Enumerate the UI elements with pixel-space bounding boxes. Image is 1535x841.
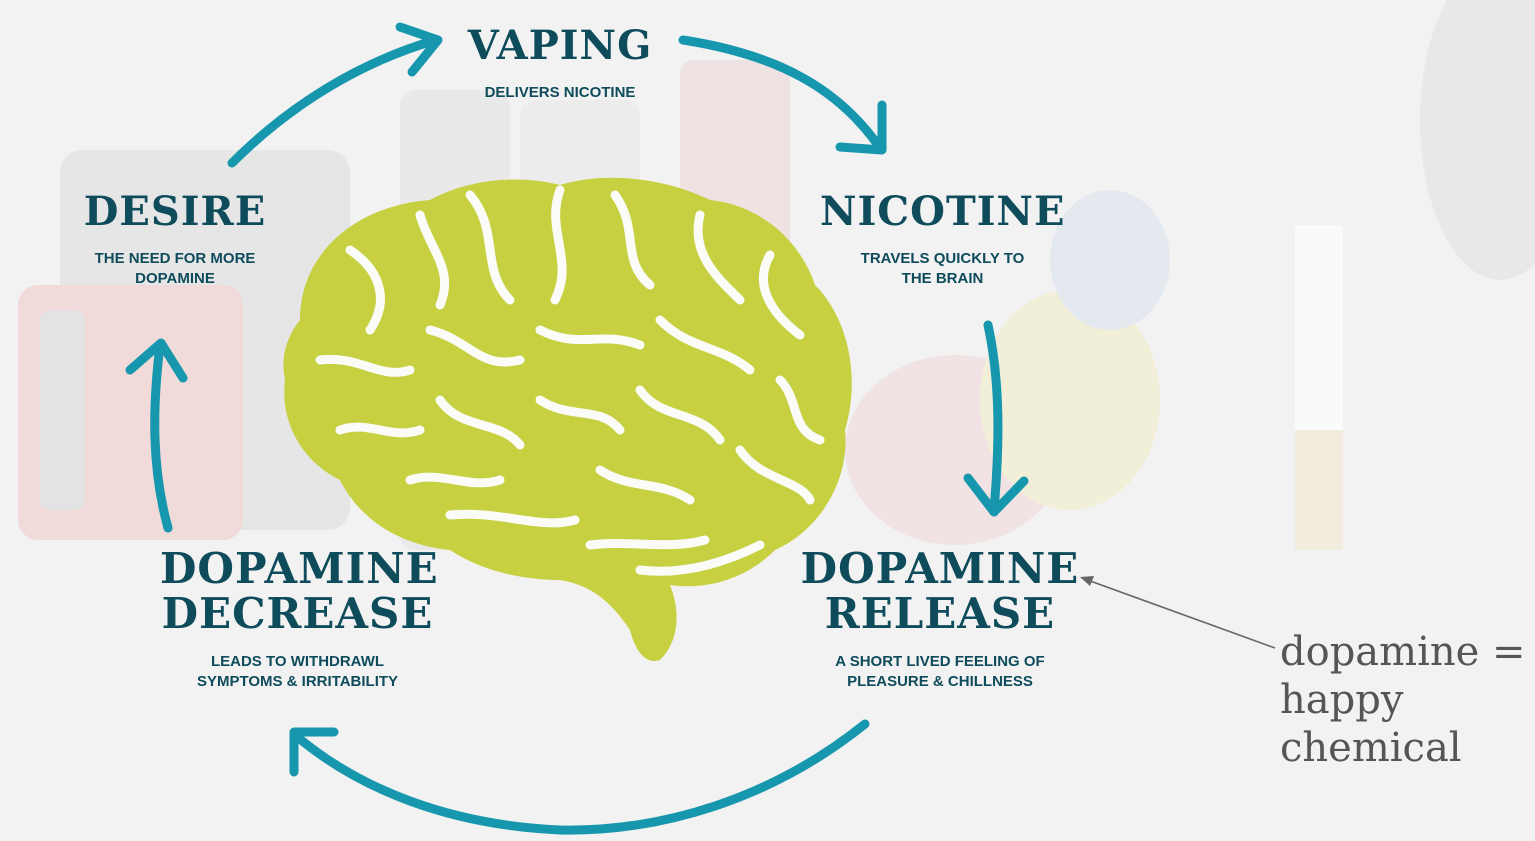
dopamine-release-description-line1: A SHORT LIVED FEELING OF xyxy=(835,653,1045,670)
desire-title: DESIRE xyxy=(83,188,267,235)
nicotine-title: NICOTINE xyxy=(820,188,1066,235)
dopamine-release-title-line2: RELEASE xyxy=(824,589,1056,638)
dopamine-annotation: dopamine = happy chemical xyxy=(1280,629,1526,771)
nicotine-description-line2: THE BRAIN xyxy=(901,270,984,287)
nicotine-description-line1: TRAVELS QUICKLY TO xyxy=(860,250,1025,267)
annotation-arrow-icon xyxy=(1080,576,1276,649)
dopamine-decrease-description-line1: LEADS TO WITHDRAWL xyxy=(210,653,385,670)
desire-description-line2: DOPAMINE xyxy=(135,270,215,287)
dopamine-decrease-title-line1: DOPAMINE xyxy=(160,544,439,593)
arrow-decrease-to-desire-icon xyxy=(125,338,188,533)
dopamine-release-description-line2: PLEASURE & CHILLNESS xyxy=(847,673,1033,690)
arrow-desire-to-vaping-icon xyxy=(227,22,443,168)
arrow-vaping-to-nicotine-icon xyxy=(678,35,887,155)
arrow-nicotine-to-release-icon xyxy=(963,320,1029,517)
dopamine-decrease-title-line2: DECREASE xyxy=(161,589,434,638)
dopamine-decrease-description-line2: SYMPTOMS & IRRITABILITY xyxy=(196,673,399,690)
brain-icon xyxy=(283,177,852,661)
vaping-title: VAPING xyxy=(467,22,653,69)
vaping-description: DELIVERS NICOTINE xyxy=(484,84,636,101)
arrow-release-to-decrease-icon xyxy=(289,719,870,835)
dopamine-release-title-line1: DOPAMINE xyxy=(800,544,1080,593)
desire-description-line1: THE NEED FOR MORE xyxy=(94,250,256,267)
